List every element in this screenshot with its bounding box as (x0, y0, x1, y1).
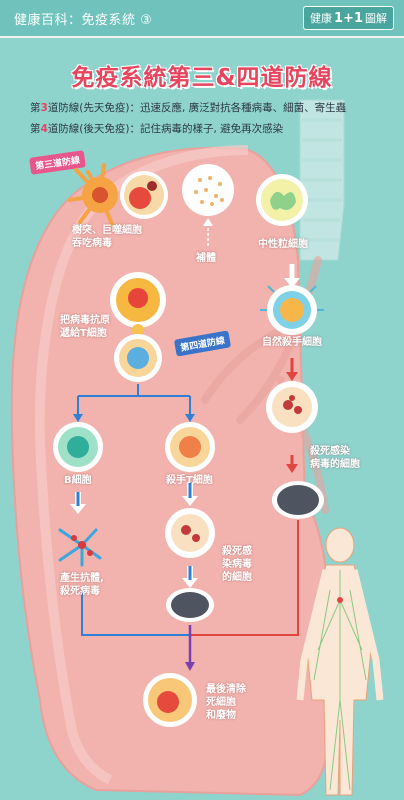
neutrophil-icon (256, 174, 308, 226)
label-line: 殺死感染 (310, 446, 350, 457)
cleanup-label: 最後清除 死細胞 和廢物 (206, 683, 246, 722)
dead-cell-icon (272, 481, 324, 519)
label-line: 把病毒抗原 (60, 315, 110, 326)
killer-t-label: 殺手T細胞 (166, 475, 213, 486)
label-line: 的細胞 (222, 572, 252, 583)
red-arrow (286, 372, 298, 381)
infected-cell-icon (266, 381, 318, 433)
label-line: 殺死感 (222, 546, 252, 557)
label-line: 產生抗體, (60, 573, 104, 584)
dendritic-macrophage-label: 樹突、巨噬細胞 吞吃病毒 (72, 224, 142, 250)
dead-cell-middle-icon (166, 588, 214, 622)
neutrophil-label: 中性粒細胞 (258, 239, 308, 250)
b-cell-label: B細胞 (64, 475, 92, 486)
label-line: 和廢物 (206, 710, 236, 721)
t-kill-label: 殺死感 染病毒 的細胞 (222, 545, 252, 584)
cleanup-macrophage-icon (143, 673, 197, 727)
line-prefix: 第 (30, 123, 41, 135)
label-line: 殺死病毒 (60, 586, 100, 597)
line-number: 4 (40, 123, 48, 135)
category-title: 健康百科：免疫系統 ③ (14, 13, 153, 28)
complement-label: 補體 (196, 253, 216, 264)
brand-suffix: 圖解 (365, 12, 387, 25)
label-line: 樹突、巨噬細胞 (72, 225, 142, 236)
label-line: 遞給T細胞 (60, 328, 107, 339)
brand-number: 1+1 (334, 10, 363, 26)
line-prefix: 第 (30, 102, 41, 114)
brand-badge: 健康 1+1 圖解 (303, 6, 394, 30)
nk-cell-label: 自然殺手細胞 (262, 337, 322, 348)
third-line-description: 第3道防線(先天免疫)：迅速反應, 廣泛對抗各種病毒、細菌、寄生蟲 (30, 100, 346, 115)
complement-icon (182, 164, 234, 216)
macrophage-icon (120, 171, 168, 219)
label-line: 染病毒 (222, 559, 252, 570)
label-line: 死細胞 (206, 697, 236, 708)
brand-prefix: 健康 (310, 12, 333, 25)
fourth-line-description: 第4道防線(後天免疫)：記住病毒的樣子, 避免再次感染 (30, 121, 283, 136)
nk-cell-icon (260, 278, 324, 335)
antibody-icon (58, 528, 102, 567)
line-number: 3 (40, 102, 48, 114)
killer-t-cell-icon (165, 422, 215, 472)
purple-arrow (185, 662, 195, 671)
antigen-presenting-cell-icon (110, 272, 166, 336)
antigen-present-label: 把病毒抗原 遞給T細胞 (60, 314, 110, 340)
line-text: 道防線(後天免疫)：記住病毒的樣子, 避免再次感染 (47, 123, 284, 135)
main-title: 免疫系統第三&四道防線 (71, 65, 333, 91)
dendritic-cell-icon (68, 163, 118, 226)
b-cell-icon (53, 422, 103, 472)
kill-infected-label: 殺死感染 病毒的細胞 (310, 445, 360, 471)
label-line: 最後清除 (206, 684, 246, 695)
line-text: 道防線(先天免疫)：迅速反應, 廣泛對抗各種病毒、細菌、寄生蟲 (47, 102, 347, 114)
helper-t-cell-icon (114, 334, 162, 382)
infected-cell-middle-icon (165, 508, 215, 558)
antibody-label: 產生抗體, 殺死病毒 (60, 572, 104, 598)
label-line: 吞吃病毒 (72, 238, 112, 249)
label-line: 病毒的細胞 (310, 459, 360, 470)
